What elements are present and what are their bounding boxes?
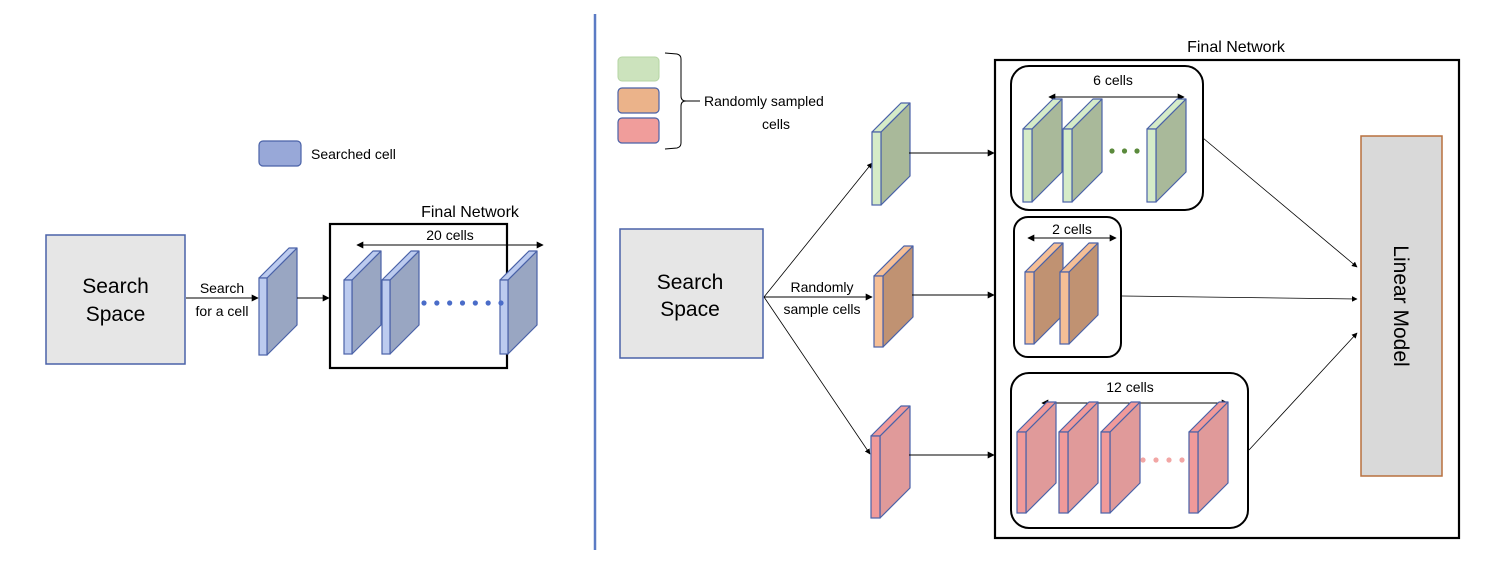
ellipsis-dot [485,300,491,306]
cell-front-face [499,279,509,355]
legend-swatch-red [617,117,660,144]
red-network-cell-2 [1058,401,1099,514]
ellipsis-dot [498,300,504,306]
network-cell-2 [381,250,420,355]
right-final-network-title: Final Network [1187,39,1286,56]
ellipsis-dot [459,300,466,306]
right-network-cells [1016,98,1229,514]
legend-brace [664,52,700,150]
cell-front-face [1022,128,1033,203]
green-network-cell-2 [1062,98,1103,203]
cell-front-face [870,435,881,519]
left-search-space: Search Space [45,234,186,365]
left-network-cells [343,250,538,355]
left-search-space-line2: Space [86,303,146,326]
cell-front-face [1188,431,1199,514]
left-final-network-title: Final Network [421,204,520,221]
sample-arrow-line2: sample cells [783,301,860,317]
searched-cell-legend-label: Searched cell [311,146,396,162]
cell-front-face [871,131,882,206]
ellipsis-dot [447,300,453,306]
red-network-cell-4 [1188,401,1229,514]
sample-arrow-line1: Randomly [790,279,853,295]
span-label-red: 12 cells [1106,379,1153,395]
cell-front-face [873,275,884,348]
red-ellipsis-dot [1153,457,1159,463]
cell-front-face [1016,431,1027,514]
red-ellipsis-dot [1140,457,1146,463]
cell-side-face [507,250,538,355]
legend-swatch-orange [617,87,660,114]
searched-cell-swatch [258,140,302,167]
sampled-cell-orange [873,245,914,348]
random-cells-legend: Randomly sampled cells [617,52,824,150]
right-search-space-line1: Search [657,271,724,294]
cell-side-face [266,247,298,356]
linear-model-label: Linear Model [1389,245,1412,366]
search-arrow-line1: Search [200,280,244,296]
left-span-label: 20 cells [426,227,473,243]
cell-front-face [1058,431,1069,514]
green-network-cell-1 [1022,98,1063,203]
legend-label-line1: Randomly sampled [704,93,824,109]
sampled-cell-green [871,102,911,206]
ellipsis-dot [421,300,427,306]
sample-arrow-green [763,162,873,298]
right-search-space-line2: Space [660,298,720,321]
red-to-linear-arrow [1248,332,1358,451]
right-search-space: Search Space [619,228,764,359]
left-ellipsis-dots [421,300,504,306]
red-ellipsis-dot [1179,457,1185,463]
green-ellipsis-dot [1134,148,1140,154]
green-network-cell-3 [1146,98,1187,203]
right-ellipsis-dots [1109,148,1185,463]
linear-model-box [1360,135,1443,477]
searched-cell-legend: Searched cell [258,140,396,167]
right-panel: Randomly sampled cells Search Space Rand… [617,39,1461,540]
cell-front-face [1100,431,1111,514]
red-network-cell-1 [1016,401,1057,514]
green-ellipsis-dot [1121,148,1128,154]
span-label-orange: 2 cells [1052,221,1092,237]
red-ellipsis-dot [1166,457,1172,463]
left-panel: Searched cell Search Space Search for a … [45,140,544,370]
green-ellipsis-dot [1109,148,1115,154]
ellipsis-dot [472,300,478,306]
cell-front-face [1146,128,1157,203]
search-arrow-line2: for a cell [196,303,249,319]
cell-front-face [381,279,391,355]
sampled-cells [870,102,914,519]
network-cell-1 [343,250,382,355]
sampled-cell-red [870,405,911,519]
orange-network-cell-1 [1024,242,1064,345]
cell-front-face [1024,271,1035,345]
left-search-space-line1: Search [82,275,149,298]
orange-network-cell-2 [1059,242,1099,345]
cell-front-face [343,279,353,355]
sample-arrow-red [763,296,871,455]
searched-cell-block [258,247,298,356]
span-label-green: 6 cells [1093,72,1133,88]
red-network-cell-3 [1100,401,1141,514]
searched-cell [258,247,298,356]
green-to-linear-arrow [1202,137,1358,268]
network-cell-3 [499,250,538,355]
orange-to-linear-arrow [1121,295,1358,302]
legend-label-line2: cells [762,116,790,132]
cell-front-face [1059,271,1070,345]
cell-front-face [1062,128,1073,203]
cell-front-face [258,277,268,356]
legend-swatch-green [617,56,660,82]
ellipsis-dot [434,300,440,306]
